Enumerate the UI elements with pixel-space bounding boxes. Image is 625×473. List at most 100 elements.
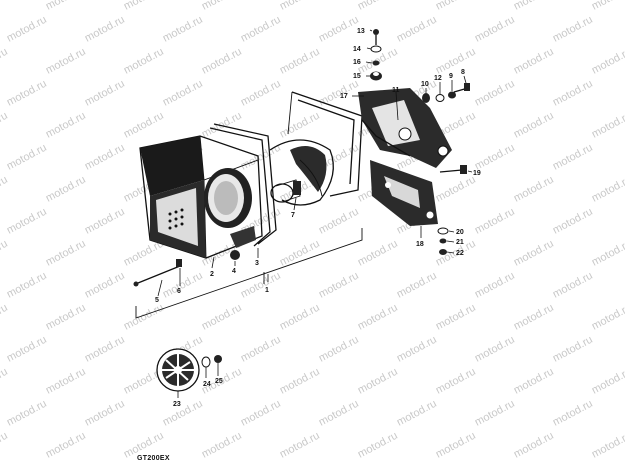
watermark-text: motod.ru [551,334,595,365]
part-label-3: 3 [255,260,259,267]
watermark-text: motod.ru [122,110,166,141]
watermark-text: motod.ru [278,366,322,397]
watermark-text: motod.ru [83,142,127,173]
watermark-text: motod.ru [512,46,556,77]
part-label-11: 11 [392,87,400,94]
lamp-nut [230,250,240,260]
watermark-text: motod.ru [356,302,400,333]
watermark-text: motod.ru [473,14,517,45]
part-label-2: 2 [210,271,214,278]
watermark-text: motod.ru [590,174,625,205]
part-label-24: 24 [203,381,211,388]
part-label-1: 1 [265,287,269,294]
watermark-text: motod.ru [5,334,49,365]
watermark-text: motod.ru [0,430,10,461]
watermark-text: motod.ru [44,430,88,461]
watermark-text: motod.ru [473,398,517,429]
watermark-text: motod.ru [161,398,205,429]
watermark-text: motod.ru [512,174,556,205]
mounting-bracket [358,88,467,226]
watermark-text: motod.ru [0,0,10,13]
watermark-text: motod.ru [356,366,400,397]
watermark-text: motod.ru [317,78,361,109]
watermark-text: motod.ru [317,14,361,45]
assembly-bracket [135,228,363,319]
part-label-25: 25 [215,378,223,385]
watermark-text: motod.ru [200,0,244,13]
watermark-text: motod.ru [278,110,322,141]
watermark-text: motod.ru [356,0,400,13]
lamp-socket [269,139,334,206]
watermark-text: motod.ru [551,14,595,45]
watermark-text: motod.ru [122,302,166,333]
watermark-text: motod.ru [83,206,127,237]
watermark-text: motod.ru [356,430,400,461]
watermark-text: motod.ru [83,270,127,301]
watermark-text: motod.ru [122,46,166,77]
watermark-text: motod.ru [551,142,595,173]
housing-grille [168,208,184,230]
watermark-text: motod.ru [551,78,595,109]
watermark-text: motod.ru [395,334,439,365]
long-screw [133,259,182,287]
watermark-text: motod.ru [551,206,595,237]
watermark-text: motod.ru [44,46,88,77]
watermark-text: motod.ru [83,14,127,45]
part-label-12: 12 [434,75,442,82]
watermark-text: motod.ru [512,0,556,13]
watermark-text: motod.ru [0,46,10,77]
part-label-9: 9 [449,73,453,80]
watermark-text: motod.ru [161,78,205,109]
watermark-text: motod.ru [590,110,625,141]
part-label-23: 23 [173,401,181,408]
watermark-text: motod.ru [395,14,439,45]
part-label-5: 5 [155,297,159,304]
bulb [270,179,301,203]
watermark-text: motod.ru [239,78,283,109]
watermark-text: motod.ru [161,14,205,45]
part-label-21: 21 [456,239,464,246]
watermark-text: motod.ru [473,142,517,173]
part-label-15: 15 [353,73,361,80]
watermark-text: motod.ru [512,110,556,141]
watermark-text: motod.ru [590,46,625,77]
watermark-text: motod.ru [317,398,361,429]
watermark-text: motod.ru [434,174,478,205]
part-label-13: 13 [357,28,365,35]
watermark-text: motod.ru [161,270,205,301]
part-label-6: 6 [177,288,181,295]
lower-hardware [437,227,449,255]
part-label-8: 8 [461,69,465,76]
watermark-text: motod.ru [0,302,10,333]
watermark-text: motod.ru [590,0,625,13]
watermark-text: motod.ru [5,14,49,45]
part-label-7: 7 [291,212,295,219]
watermark-text: motod.ru [512,238,556,269]
watermark-text: motod.ru [200,430,244,461]
watermark-text: motod.ru [44,302,88,333]
part-label-4: 4 [232,268,236,275]
watermark-text: motod.ru [473,206,517,237]
watermark-text: motod.ru [590,430,625,461]
watermark-text: motod.ru [200,302,244,333]
diagram-code: GT200EX [137,455,170,462]
watermark-text: motod.ru [239,270,283,301]
watermark-text: motod.ru [44,366,88,397]
part-label-17: 17 [340,93,348,100]
part-label-10: 10 [421,81,429,88]
watermark-text: motod.ru [83,78,127,109]
watermark-text: motod.ru [44,110,88,141]
watermark-text: motod.ru [473,78,517,109]
watermark-text: motod.ru [0,366,10,397]
watermark-text: motod.ru [5,398,49,429]
part-labels: 1 2 3 4 5 6 7 8 9 10 11 12 13 14 15 16 1… [155,28,481,408]
part-label-16: 16 [353,59,361,66]
watermark-text: motod.ru [5,142,49,173]
watermark-text: motod.ru [551,398,595,429]
watermark-text: motod.ru [5,270,49,301]
watermark-text: motod.ru [434,46,478,77]
side-hardware [422,83,470,103]
watermark-text: motod.ru [551,270,595,301]
watermark-text: motod.ru [473,334,517,365]
